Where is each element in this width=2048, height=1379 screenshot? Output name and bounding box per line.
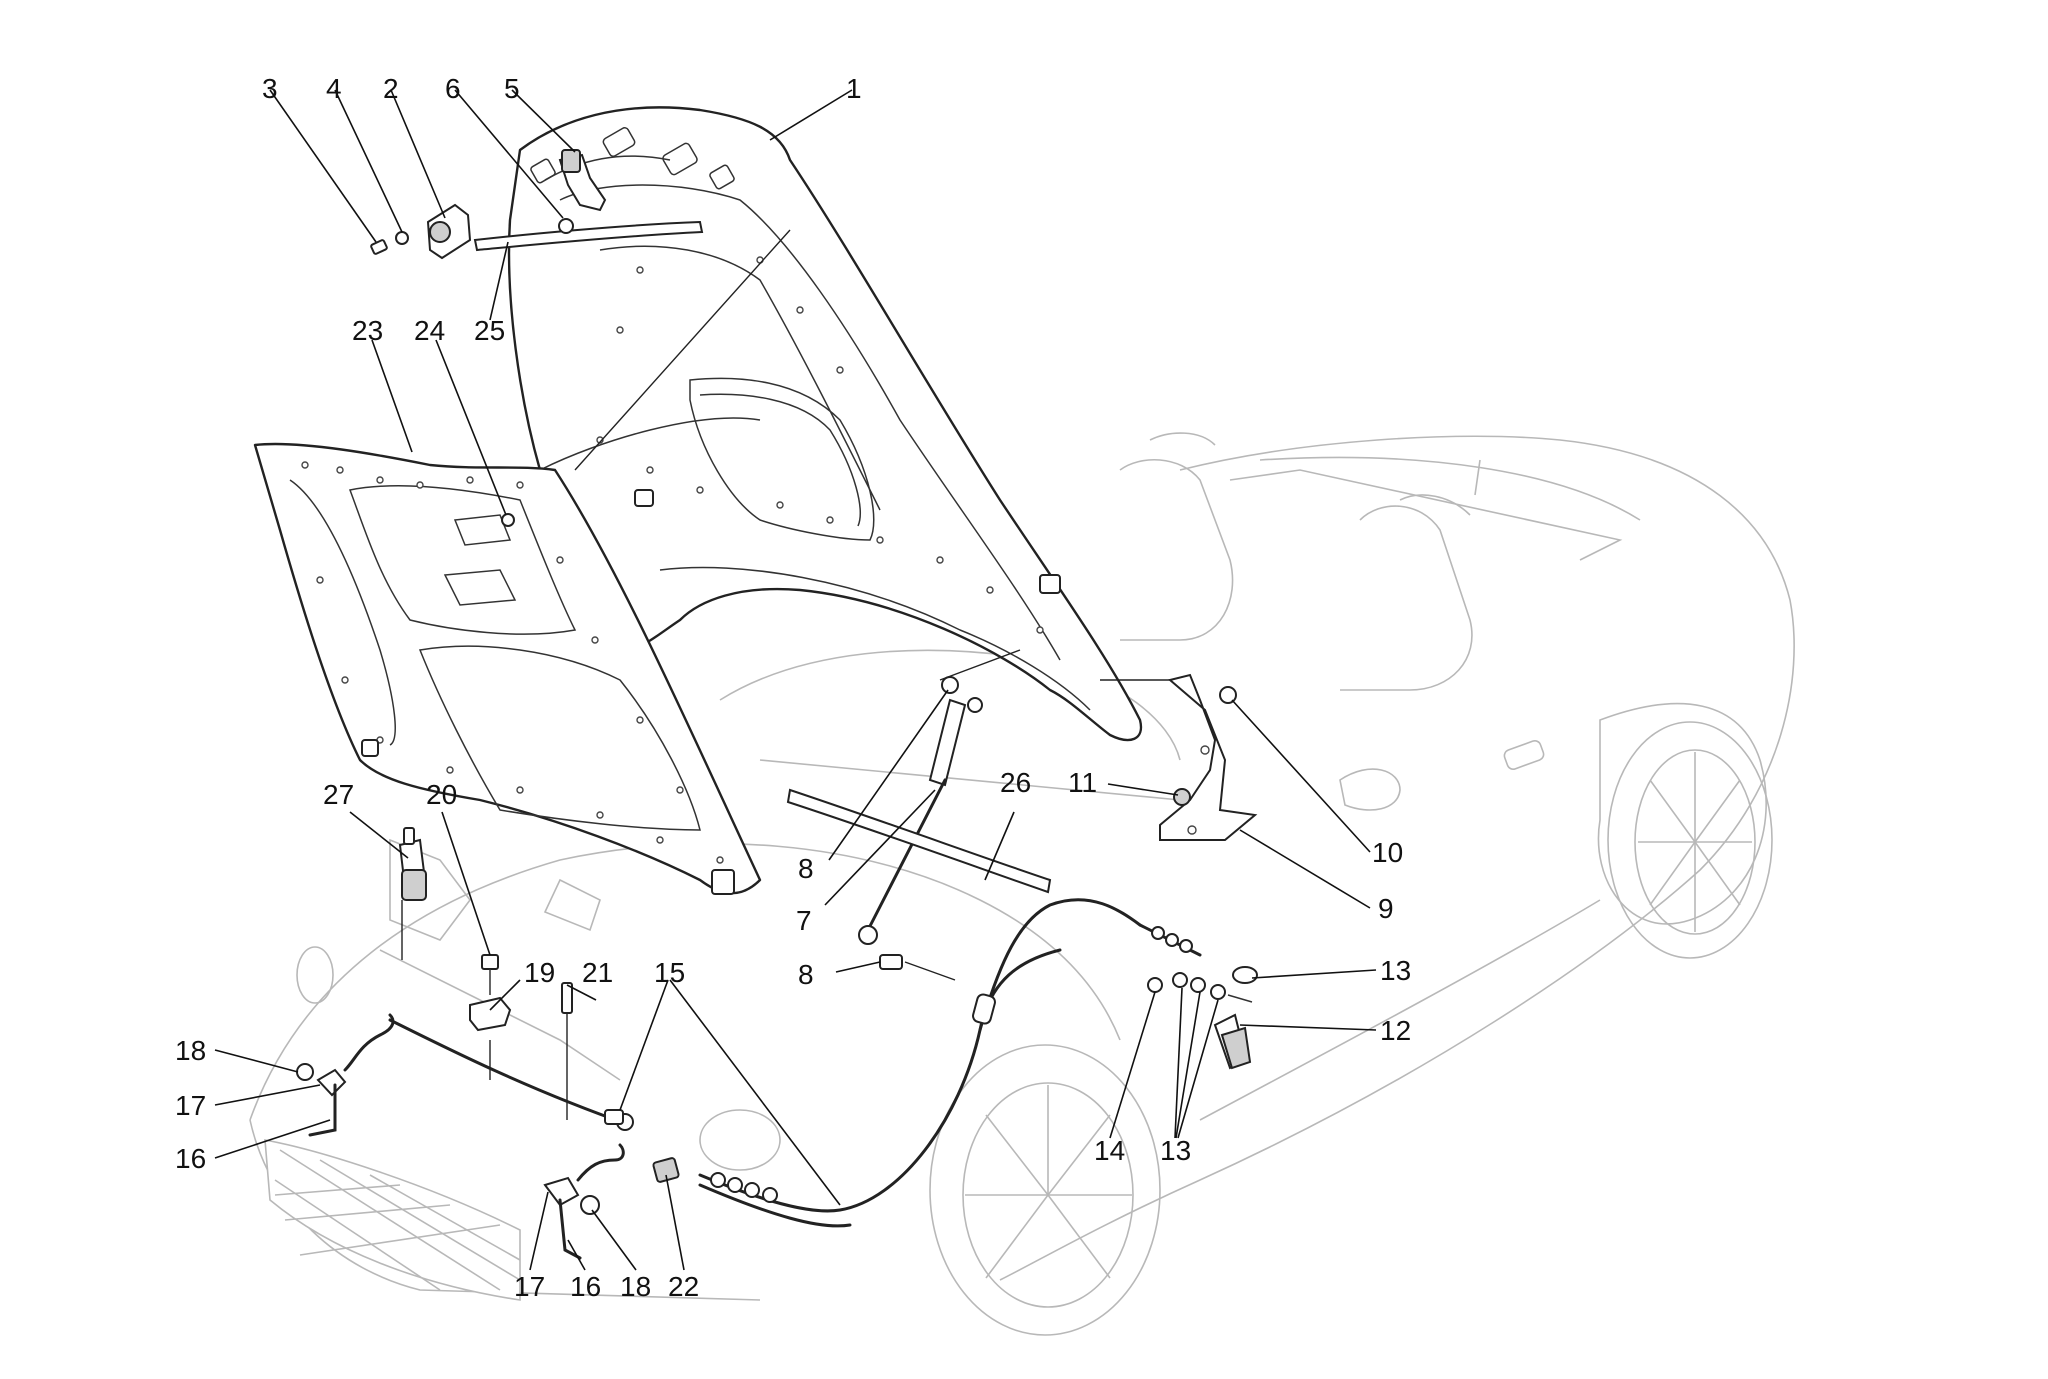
callout-17-right: 17	[514, 1271, 545, 1302]
callout-25: 25	[474, 315, 505, 346]
callout-8-upper: 8	[798, 853, 814, 884]
callout-21: 21	[582, 957, 613, 988]
callout-27: 27	[323, 779, 354, 810]
leader-lines	[214, 89, 1377, 1271]
callout-6: 6	[445, 73, 461, 104]
parts-group	[296, 149, 1258, 1260]
callout-20: 20	[426, 779, 457, 810]
callout-1: 1	[846, 73, 862, 104]
callout-24: 24	[414, 315, 445, 346]
callout-13-upper: 13	[1380, 955, 1411, 986]
callout-26: 26	[1000, 767, 1031, 798]
callout-labels: 1 2 3 4 5 6 7 8 8 9 10 11 12 13 13 14 15…	[175, 73, 1411, 1302]
callout-11: 11	[1068, 767, 1097, 798]
callout-13-lower: 13	[1160, 1135, 1191, 1166]
callout-4: 4	[326, 73, 342, 104]
callout-17-left: 17	[175, 1090, 206, 1121]
guide-lines	[401, 229, 1170, 1120]
callout-18-left: 18	[175, 1035, 206, 1066]
callout-18-right: 18	[620, 1271, 651, 1302]
callout-9: 9	[1378, 893, 1394, 924]
callout-15: 15	[654, 957, 685, 988]
callout-2: 2	[383, 73, 399, 104]
callout-10: 10	[1372, 837, 1403, 868]
callout-19: 19	[524, 957, 555, 988]
callout-8-lower: 8	[798, 959, 814, 990]
callout-12: 12	[1380, 1015, 1411, 1046]
callout-16-right: 16	[570, 1271, 601, 1302]
callout-16-left: 16	[175, 1143, 206, 1174]
bonnet-liner	[253, 442, 762, 895]
callout-14: 14	[1094, 1135, 1125, 1166]
callout-3: 3	[262, 73, 278, 104]
callout-22: 22	[668, 1271, 699, 1302]
callout-7: 7	[796, 905, 812, 936]
callout-5: 5	[504, 73, 520, 104]
car-body-outline	[249, 432, 1795, 1336]
callout-23: 23	[352, 315, 383, 346]
